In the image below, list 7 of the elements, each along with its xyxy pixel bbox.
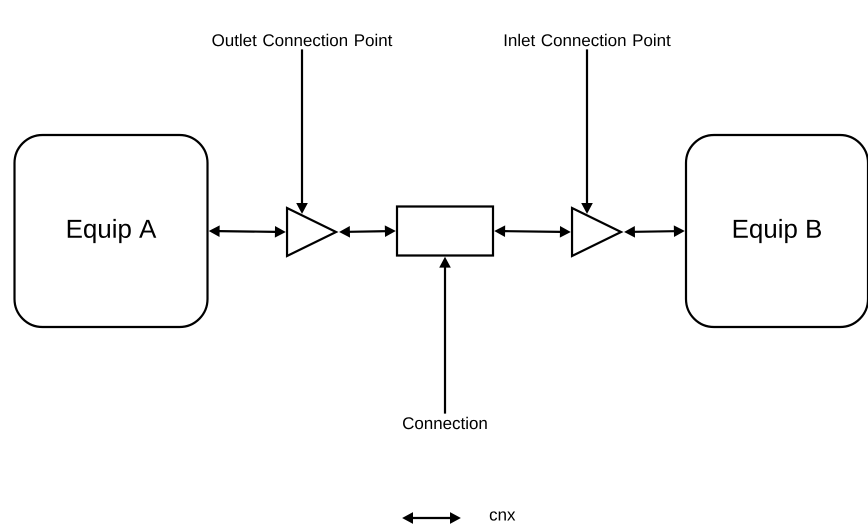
label-text: Inlet Connection Point	[504, 34, 671, 46]
label-text: Outlet Connection Point	[212, 34, 392, 46]
label-text: Connection	[403, 416, 487, 430]
legend-text: cnx	[490, 511, 516, 521]
node-box: Equip A	[13, 134, 209, 328]
node-box: Equip B	[684, 134, 868, 328]
connection-box	[396, 205, 494, 257]
